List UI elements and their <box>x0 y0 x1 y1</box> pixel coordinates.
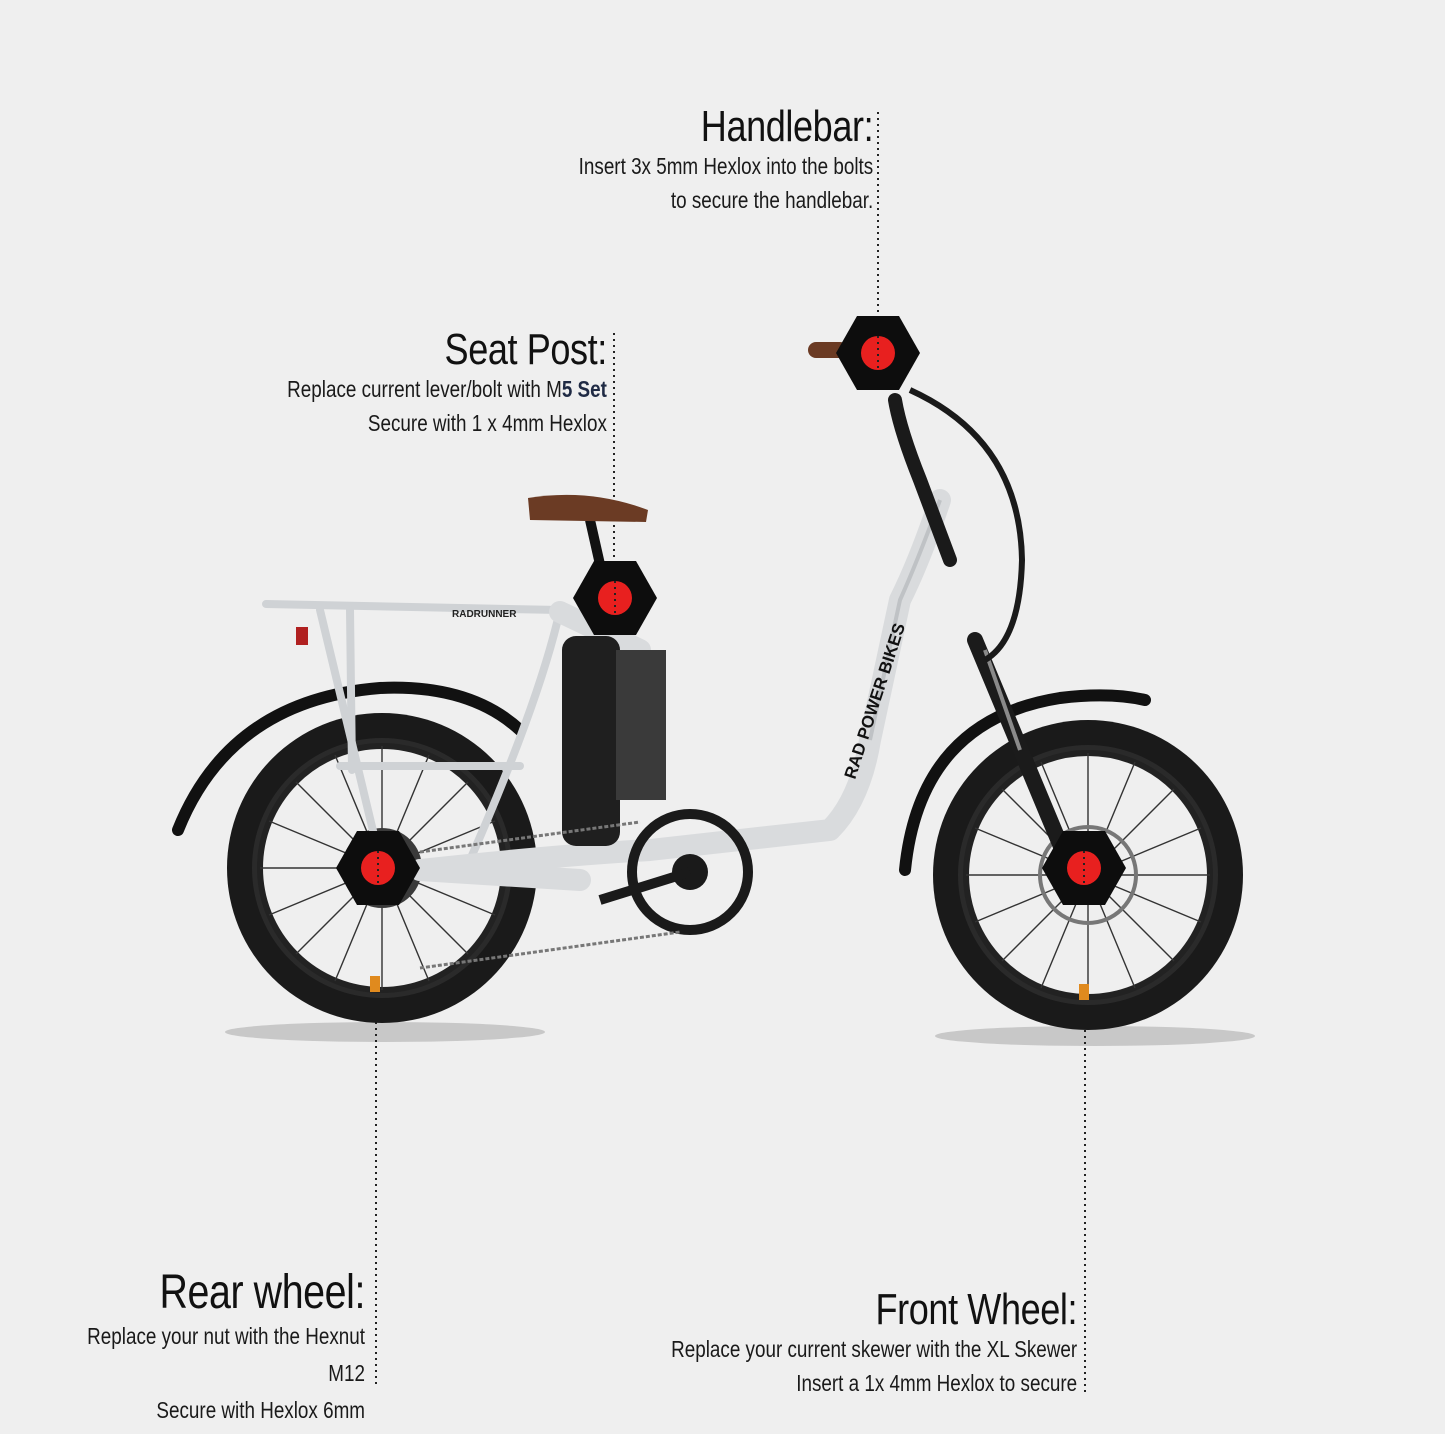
front-fender <box>899 689 1151 876</box>
fork-highlight <box>983 649 1022 751</box>
rear-wheel-hex-marker <box>336 831 420 905</box>
rear-wheel-callout: Rear wheel: Replace your nut with the He… <box>66 1266 365 1429</box>
handlebar-line-1: Insert 3x 5mm Hexlox into the bolts <box>578 153 873 180</box>
handlebar-stem <box>888 393 957 567</box>
tail-light <box>296 627 308 645</box>
handlebar-cables <box>908 387 1026 663</box>
handlebar-title: Handlebar: <box>700 102 874 151</box>
handlebar-hex-marker <box>836 316 920 390</box>
seat-post-line-2: Secure with 1 x 4mm Hexlox <box>368 409 607 436</box>
crank-arm <box>598 867 692 905</box>
rear-wheel-line-2: Secure with Hexlox 6mm <box>156 1396 365 1423</box>
rear-fender <box>172 681 526 836</box>
seat-post-line-1-emphasis: 5 Set <box>561 376 607 403</box>
handlebar-line-2: to secure the handlebar. <box>670 186 873 213</box>
front-wheel-hex-marker <box>1042 831 1126 905</box>
handlebar-callout: Handlebar: Insert 3x 5mm Hexlox into the… <box>578 102 874 217</box>
rear-rack <box>262 600 564 864</box>
battery <box>562 636 620 846</box>
chain-top <box>419 820 641 854</box>
seat-post-hex-marker <box>573 561 657 635</box>
seat-post-line-1: Replace current lever/bolt with M5 Set <box>287 373 607 406</box>
front-wheel-line-2: Insert a 1x 4mm Hexlox to secure <box>796 1369 1077 1396</box>
seat-post-callout: Seat Post: Replace current lever/bolt wi… <box>287 325 608 440</box>
top-tube-text: RADRUNNER <box>452 609 517 620</box>
front-wheel-callout: Front Wheel: Replace your current skewer… <box>670 1285 1077 1400</box>
saddle <box>528 494 648 522</box>
front-wheel-shadow <box>935 1026 1255 1046</box>
battery-frame-plate <box>616 650 666 800</box>
rear-wheel-line-1: Replace your nut with the Hexnut M12 <box>87 1323 365 1387</box>
rear-wheel-title: Rear wheel: <box>159 1266 365 1319</box>
chainring <box>627 809 753 935</box>
front-wheel-line-1: Replace your current skewer with the XL … <box>670 1336 1077 1363</box>
rear-wheel-shadow <box>225 1022 545 1042</box>
chain-bottom <box>419 930 681 970</box>
seat-post-line-1-prefix: Replace current lever/bolt with M <box>287 376 562 403</box>
front-wheel-title: Front Wheel: <box>875 1285 1077 1334</box>
rear-valve <box>370 976 380 992</box>
seat-post-title: Seat Post: <box>444 325 608 374</box>
front-valve <box>1079 984 1089 1000</box>
